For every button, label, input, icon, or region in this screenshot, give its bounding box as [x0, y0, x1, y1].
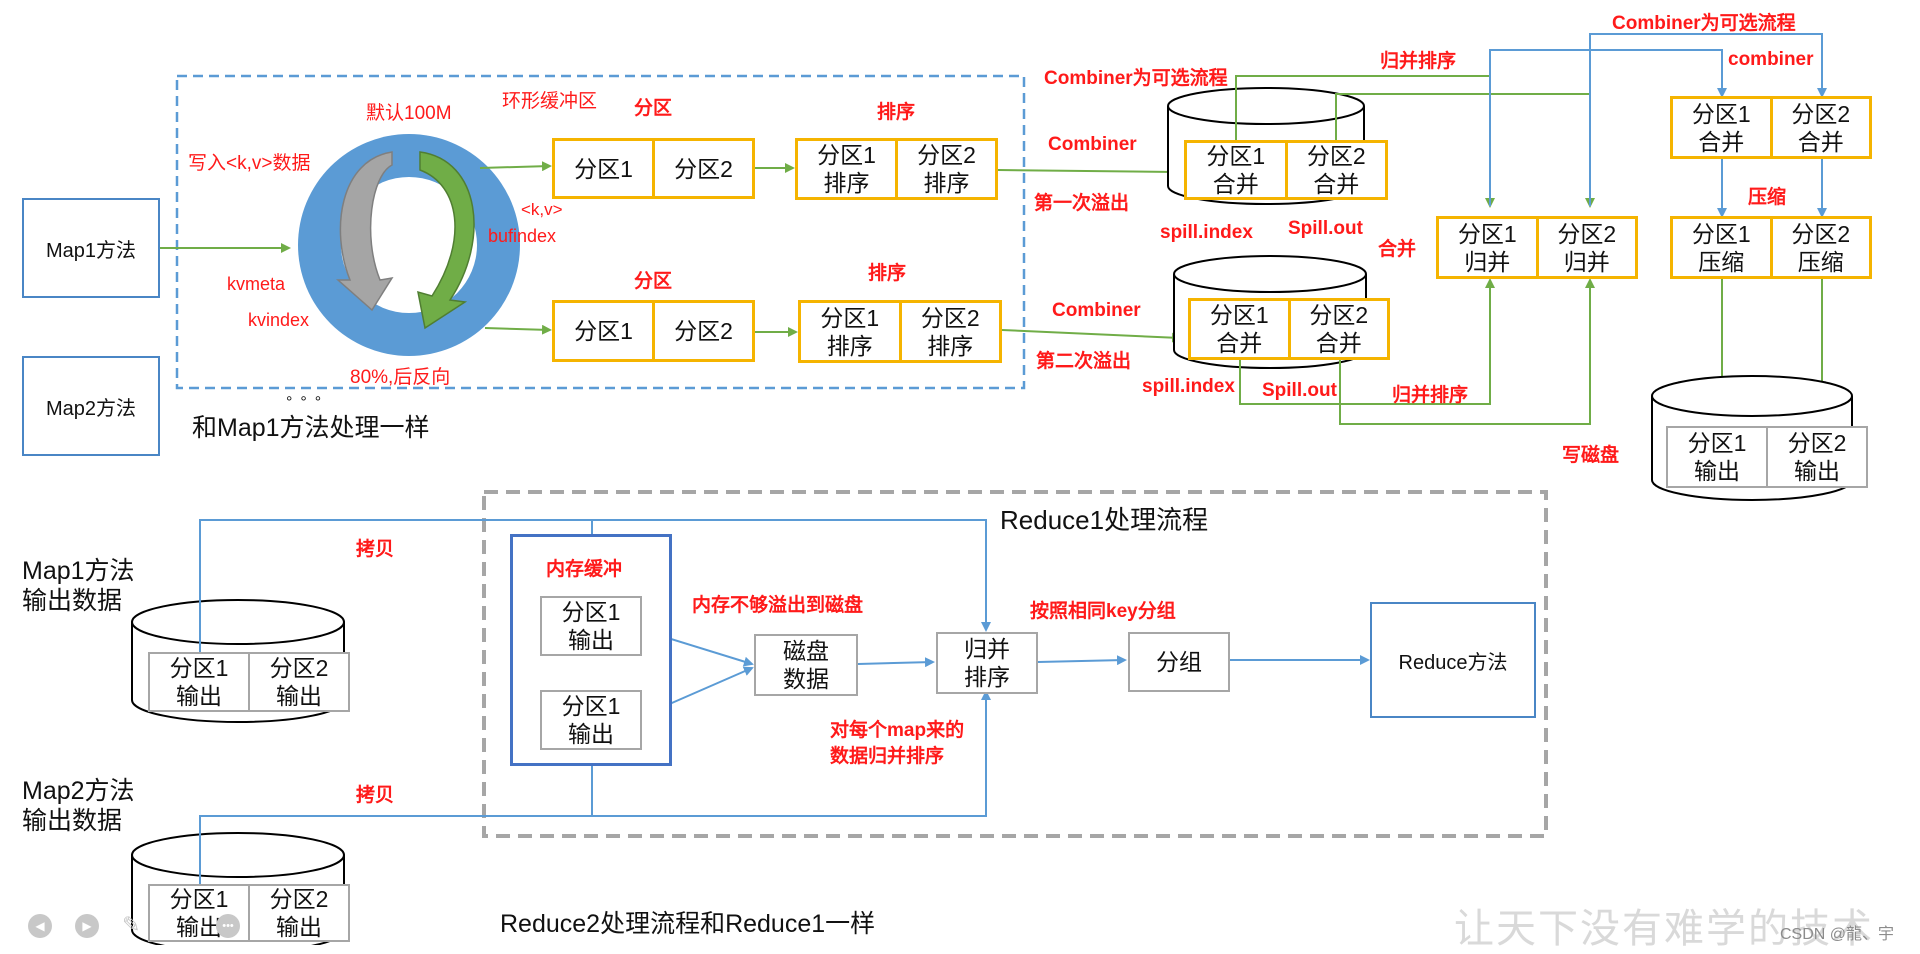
map1-output-label: Map1方法 输出数据 — [22, 557, 135, 615]
spill-out-label-2: Spill.out — [1262, 380, 1337, 401]
spill1-cell: 分区2 合并 — [1284, 143, 1386, 197]
row1-sorted-cell: 分区2 排序 — [895, 141, 995, 197]
combiner-label-2: Combiner — [1052, 300, 1141, 321]
row1-partition-cell: 分区1 — [574, 155, 633, 182]
merge-sort-cell: 归并 排序 — [964, 636, 1010, 690]
spill2-cell: 分区1 合并 — [1209, 302, 1269, 356]
row1-sorted-cell: 分区1 排序 — [817, 142, 876, 196]
merged-box: 分区1 归并 分区2 归并 — [1436, 216, 1638, 279]
pen-icon[interactable]: ✎ — [122, 912, 141, 937]
group-box: 分组 — [1128, 632, 1230, 692]
spill-index-label-2: spill.index — [1142, 376, 1235, 397]
reduce2-note: Reduce2处理流程和Reduce1一样 — [500, 910, 876, 938]
combiner-label-1: Combiner — [1048, 134, 1137, 155]
kvmeta-label: kvmeta — [227, 274, 286, 294]
map2-output-cell: 分区1 输出 — [169, 886, 229, 940]
row1-partitions: 分区1 分区2 — [552, 138, 755, 199]
compressed-cell: 分区1 压缩 — [1691, 220, 1751, 275]
disk-data-box: 磁盘 数据 — [754, 634, 858, 696]
second-spill-label: 第二次溢出 — [1036, 351, 1132, 372]
map2-output-label: Map2方法 输出数据 — [22, 777, 135, 835]
row2-partitions: 分区1 分区2 — [552, 300, 755, 362]
map-dashed-frame — [175, 74, 1026, 390]
kvindex-label: kvindex — [248, 310, 310, 330]
mem-cell: 分区1 输出 — [561, 693, 621, 747]
row2-sorted-cell: 分区2 排序 — [898, 303, 1000, 360]
merge-sort-box: 归并 排序 — [936, 632, 1038, 694]
group-cell: 分组 — [1156, 649, 1202, 675]
row1-partition-cell: 分区2 — [652, 141, 752, 196]
mem-cell-box-1: 分区1 输出 — [540, 596, 642, 656]
final-output-cell: 分区2 输出 — [1766, 428, 1866, 486]
sort-label-1: 排序 — [877, 102, 916, 123]
threshold-label: 80%,后反向 — [350, 367, 451, 388]
spill2-box: 分区1 合并 分区2 合并 — [1188, 298, 1390, 360]
combined-cell: 分区1 合并 — [1691, 100, 1751, 155]
row2-sorted-cell: 分区1 排序 — [820, 304, 880, 359]
watermark: 让天下没有难学的技术 — [1454, 906, 1874, 952]
mem-cell: 分区1 输出 — [561, 599, 621, 653]
write-kv-label: 写入<k,v>数据 — [188, 153, 311, 174]
spill-index-label-1: spill.index — [1160, 222, 1253, 243]
map1-method-box: Map1方法 — [22, 198, 160, 298]
map1-output-cells: 分区1 输出 分区2 输出 — [148, 652, 350, 712]
spill1-box: 分区1 合并 分区2 合并 — [1184, 140, 1388, 200]
merged-cell: 分区1 归并 — [1457, 220, 1517, 275]
reduce-dashed-frame — [482, 490, 1548, 838]
ellipsis-dots: °°° — [286, 394, 330, 411]
combined-box: 分区1 合并 分区2 合并 — [1670, 96, 1872, 159]
copy-label-2: 拷贝 — [356, 785, 395, 806]
combined-cell: 分区2 合并 — [1769, 99, 1870, 156]
final-output-cell: 分区1 输出 — [1687, 430, 1747, 484]
merged-cell: 分区2 归并 — [1535, 219, 1636, 276]
spill1-cell: 分区1 合并 — [1206, 143, 1266, 197]
merge-sort-label-bottom: 归并排序 — [1392, 385, 1469, 406]
disk-data-cell: 磁盘 数据 — [783, 638, 829, 692]
spill2-cell: 分区2 合并 — [1287, 301, 1388, 357]
per-map-merge-label: 对每个map来的 数据归并排序 — [830, 720, 965, 767]
sort-label-2: 排序 — [868, 263, 907, 284]
overflow-label: 内存不够溢出到磁盘 — [692, 595, 864, 616]
group-by-key-label: 按照相同key分组 — [1030, 601, 1176, 622]
row1-sorted: 分区1 排序 分区2 排序 — [795, 138, 998, 200]
map2-output-cell: 分区2 输出 — [248, 886, 348, 940]
merge-label: 合并 — [1378, 239, 1417, 260]
ring-buffer-label: 环形缓冲区 — [502, 91, 598, 112]
partition-label-2: 分区 — [634, 271, 673, 292]
map2-note: 和Map1方法处理一样 — [192, 414, 430, 442]
bufindex-label: bufindex — [488, 226, 557, 246]
ring-buffer — [298, 134, 520, 356]
first-spill-label: 第一次溢出 — [1034, 193, 1130, 214]
map1-output-cell: 分区2 输出 — [248, 654, 348, 710]
partition-label-1: 分区 — [634, 98, 673, 119]
map1-output-cell: 分区1 输出 — [169, 655, 229, 709]
kv-label: <k,v> — [521, 200, 563, 219]
final-output-box: 分区1 输出 分区2 输出 — [1666, 426, 1868, 488]
spill-out-label-1: Spill.out — [1288, 218, 1363, 239]
map2-output-cells: 分区1 输出 分区2 输出 — [148, 884, 350, 942]
memory-buffer-label: 内存缓冲 — [546, 559, 623, 580]
row2-partition-cell: 分区1 — [574, 318, 633, 344]
copy-label-1: 拷贝 — [356, 539, 395, 560]
default-size-label: 默认100M — [366, 103, 452, 124]
combiner-optional-top-label: Combiner为可选流程 — [1612, 13, 1796, 34]
reduce1-title: Reduce1处理流程 — [1000, 505, 1209, 535]
combiner-lower-label: combiner — [1728, 49, 1814, 70]
compress-label: 压缩 — [1748, 187, 1787, 208]
csdn-credit: CSDN @龍、宇 — [1780, 926, 1895, 943]
next-slide-icon[interactable]: ▶ — [75, 914, 99, 938]
more-icon[interactable]: ••• — [216, 914, 240, 938]
mem-cell-box-2: 分区1 输出 — [540, 690, 642, 750]
row2-partition-cell: 分区2 — [652, 303, 752, 359]
map2-method-box: Map2方法 — [22, 356, 160, 456]
merge-sort-label-top: 归并排序 — [1380, 51, 1457, 72]
prev-slide-icon[interactable]: ◀ — [28, 914, 52, 938]
write-disk-label: 写磁盘 — [1562, 445, 1620, 466]
row2-sorted: 分区1 排序 分区2 排序 — [798, 300, 1002, 363]
reduce-method-box: Reduce方法 — [1370, 602, 1536, 718]
combiner-optional-label: Combiner为可选流程 — [1044, 68, 1228, 89]
compressed-cell: 分区2 压缩 — [1769, 219, 1870, 276]
compressed-box: 分区1 压缩 分区2 压缩 — [1670, 216, 1872, 279]
